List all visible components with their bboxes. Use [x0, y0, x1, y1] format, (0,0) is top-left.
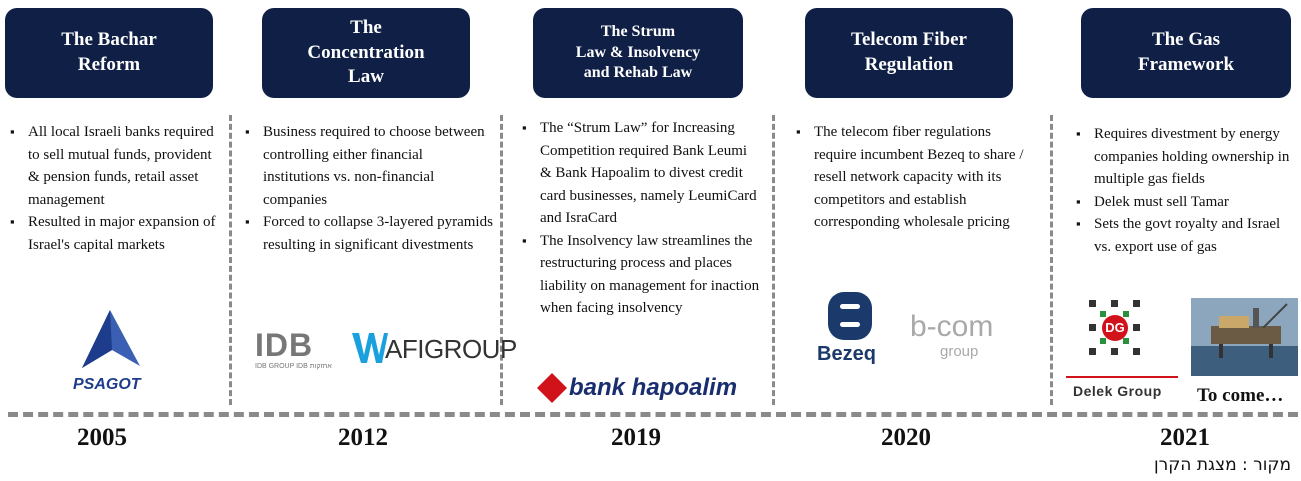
bullet-item: Requires divestment by energy companies …: [1076, 123, 1291, 191]
header-title: Telecom Fiber Regulation: [851, 29, 967, 75]
header-telecom-fiber: Telecom Fiber Regulation: [805, 8, 1013, 98]
year-label: 2005: [77, 424, 127, 451]
bullet-item: The telecom fiber regulations require in…: [796, 121, 1031, 234]
idb-logo-subtext: IDB GROUP IDB אחזקות: [255, 363, 332, 370]
to-come-note: To come…: [1197, 385, 1284, 406]
afi-logo-icon: [352, 333, 388, 363]
bullet-list-2012: Business required to choose between cont…: [245, 121, 493, 256]
bullet-item: Resulted in major expansion of Israel's …: [10, 211, 222, 256]
bullet-item: All local Israeli banks required to sell…: [10, 121, 222, 211]
year-label: 2021: [1160, 424, 1210, 451]
bezeq-logo-icon: [828, 292, 872, 340]
bcom-group-text: group: [940, 343, 979, 360]
header-title: The Bachar Reform: [61, 29, 157, 75]
source-note: מקור : מצגת הקרן: [1154, 455, 1291, 475]
year-label: 2019: [611, 424, 661, 451]
gas-platform-photo: [1191, 298, 1298, 376]
psagot-logo-icon: [82, 310, 140, 368]
timeline-line: [8, 412, 1298, 417]
header-strum-law: The Strum Law & Insolvency and Rehab Law: [533, 8, 743, 98]
hapoalim-logo-icon: [537, 373, 567, 403]
delek-logo-monogram: DG: [1105, 320, 1125, 335]
bullet-item: Forced to collapse 3-layered pyramids re…: [245, 211, 493, 256]
header-title: The Concentration Law: [307, 16, 425, 88]
header-bachar-reform: The Bachar Reform: [5, 8, 213, 98]
bullet-list-2020: The telecom fiber regulations require in…: [796, 121, 1031, 234]
year-label: 2020: [881, 424, 931, 451]
bullet-item: Delek must sell Tamar: [1076, 191, 1291, 214]
idb-logo-text: IDB: [255, 327, 314, 363]
afi-logo-text: AFIGROUP: [385, 334, 517, 364]
bullet-list-2021: Requires divestment by energy companies …: [1076, 123, 1291, 258]
hapoalim-logo-text: bank hapoalim: [569, 374, 738, 401]
bullet-list-2005: All local Israeli banks required to sell…: [10, 121, 222, 256]
bullet-item: Sets the govt royalty and Israel vs. exp…: [1076, 213, 1291, 258]
delek-logo-underline: [1066, 376, 1178, 378]
bezeq-logo-text: Bezeq: [817, 343, 876, 365]
bullet-item: The Insolvency law streamlines the restr…: [522, 230, 762, 320]
delek-logo-icon: [1089, 300, 1140, 355]
header-title: The Gas Framework: [1137, 29, 1235, 75]
bcom-logo-text: b-com: [910, 310, 994, 343]
year-label: 2012: [338, 424, 388, 451]
column-divider: [772, 115, 775, 405]
column-divider: [500, 115, 503, 405]
bullet-item: The “Strum Law” for Increasing Competiti…: [522, 117, 762, 230]
header-title: The Strum Law & Insolvency and Rehab Law: [575, 22, 701, 82]
psagot-logo-text: PSAGOT: [73, 376, 141, 393]
column-divider: [229, 115, 232, 405]
header-gas-framework: The Gas Framework: [1081, 8, 1291, 98]
bullet-item: Business required to choose between cont…: [245, 121, 493, 211]
bullet-list-2019: The “Strum Law” for Increasing Competiti…: [522, 117, 762, 320]
column-divider: [1050, 115, 1053, 405]
delek-logo-text: Delek Group: [1073, 383, 1162, 399]
header-concentration-law: The Concentration Law: [262, 8, 470, 98]
